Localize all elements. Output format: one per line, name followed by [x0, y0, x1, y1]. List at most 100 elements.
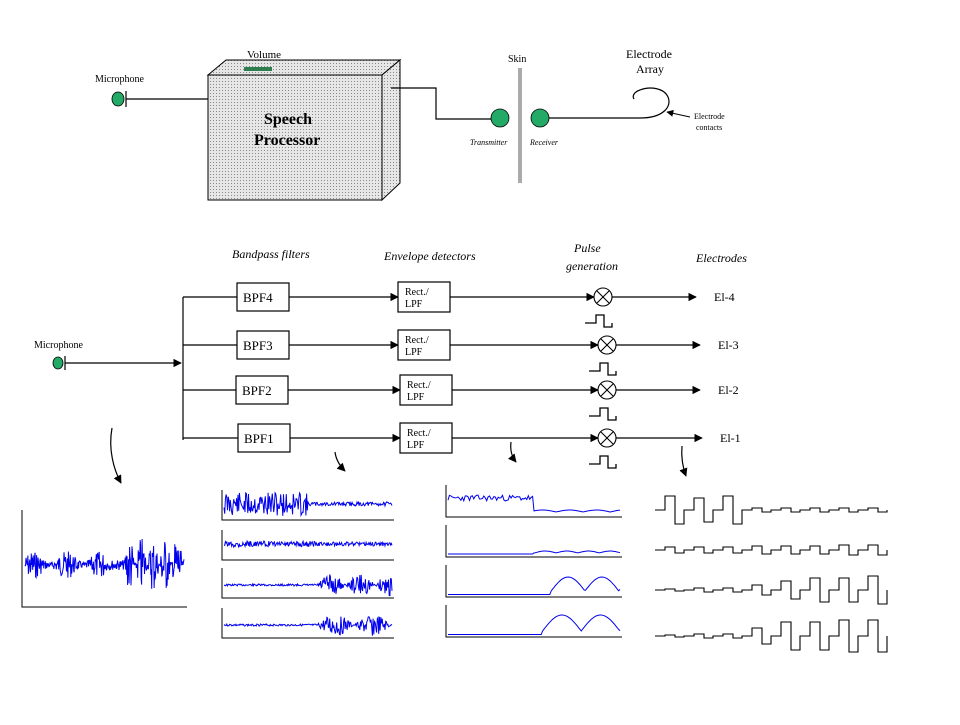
electrode-label: El-3 [718, 338, 739, 352]
rect-lpf-block [397, 281, 451, 313]
multiplier-icon [593, 287, 613, 307]
waveform-panels [21, 485, 888, 653]
top-system-diagram: Microphone Volume Speech Processor Skin … [95, 47, 725, 202]
envelope-output-panel [445, 485, 622, 518]
bandpass-output-panel [221, 568, 394, 599]
bandpass-waveform [223, 491, 393, 518]
envelope-output-panel [445, 565, 622, 598]
envelope-output-panel [445, 525, 622, 558]
input-waveform-panel [21, 510, 187, 608]
envelope-waveform [448, 576, 621, 595]
electrodes-header: Electrodes [695, 251, 747, 265]
bpf-block [236, 330, 290, 360]
rect-label: Rect./ [405, 287, 429, 298]
pulse-train-panels [655, 495, 888, 653]
bottom-microphone-icon [52, 356, 66, 370]
rect-lpf-block [399, 374, 453, 406]
bpf-label: BPF1 [244, 431, 274, 446]
volume-knob[interactable] [244, 67, 272, 71]
panel-pointer-arrows [110, 427, 688, 484]
rect-label: Rect./ [405, 335, 429, 346]
bpf-block [237, 423, 291, 453]
transmitter-icon [490, 108, 510, 128]
bandpass-output-panels [221, 490, 394, 639]
envelope-output-panels [445, 485, 622, 638]
bpf-label: BPF4 [243, 290, 273, 305]
electrode-contacts-label-1: Electrode [694, 112, 725, 121]
panel-axis [445, 565, 622, 598]
pulse-train [655, 495, 888, 525]
processor-to-transmitter-line [391, 87, 491, 120]
bandpass-waveform [223, 615, 393, 636]
volume-label: Volume [247, 49, 281, 61]
lpf-label: LPF [405, 347, 423, 358]
electrode-array-label-2: Array [636, 62, 664, 76]
panel-axis [221, 530, 394, 561]
envelope-waveform [447, 494, 621, 513]
envelope-waveform [448, 614, 621, 635]
electrode-array-lead [549, 87, 670, 119]
pulse-generation-header-2: generation [566, 259, 618, 273]
pointer-arrow-input [110, 427, 122, 484]
bpf-label: BPF2 [242, 383, 272, 398]
pulse-train [655, 619, 888, 653]
channel-row: BPF3 Rect./LPF El-3 [183, 329, 739, 376]
bandpass-waveform [223, 574, 393, 597]
bottom-microphone: Microphone [34, 297, 184, 440]
channel-row: BPF4 Rect./LPF El-4 [183, 281, 735, 328]
rect-label: Rect./ [407, 380, 431, 391]
panel-axis [445, 485, 622, 518]
pulse-glyph [589, 455, 617, 469]
panel-axis [445, 525, 622, 558]
rect-label: Rect./ [407, 428, 431, 439]
speech-processor-label-2: Processor [254, 132, 320, 149]
pulse-glyph [589, 362, 617, 376]
block-diagram-headers: Bandpass filters Envelope detectors Puls… [232, 241, 747, 273]
bandpass-output-panel [221, 530, 394, 561]
transmitter-label: Transmitter [470, 138, 508, 147]
lpf-label: LPF [407, 440, 425, 451]
bandpass-output-panel [221, 490, 394, 521]
electrode-contacts-arrow [666, 109, 691, 118]
electrode-contacts-label-2: contacts [696, 123, 722, 132]
pulse-glyph [589, 407, 617, 421]
skin-bar [518, 68, 522, 183]
pointer-arrow-pulses [679, 445, 688, 477]
bandpass-filters-header: Bandpass filters [232, 247, 310, 261]
electrode-label: El-4 [714, 290, 735, 304]
electrode-label: El-1 [720, 431, 741, 445]
pulse-train [655, 575, 888, 605]
pulse-generation-header-1: Pulse [573, 241, 601, 255]
bpf-label: BPF3 [243, 338, 273, 353]
multiplier-icon [597, 380, 617, 400]
panel-axis [21, 510, 187, 608]
envelope-output-panel [445, 605, 622, 638]
skin-label: Skin [508, 54, 526, 65]
multiplier-icon [597, 335, 617, 355]
speech-processor-label-1: Speech [264, 111, 312, 128]
top-microphone-icon [111, 91, 127, 107]
channel-row: BPF1 Rect./LPF El-1 [183, 422, 741, 469]
lpf-label: LPF [405, 299, 423, 310]
pointer-arrow-bandpass [334, 451, 346, 472]
top-microphone-label: Microphone [95, 74, 144, 85]
receiver-label: Receiver [529, 138, 559, 147]
panel-axis [445, 605, 622, 638]
panel-axis [221, 608, 394, 639]
pulse-train [655, 544, 888, 556]
speech-processor-box [206, 58, 402, 202]
pointer-arrow-envelope [507, 441, 517, 463]
envelope-waveform [448, 550, 621, 555]
multiplier-icon [597, 428, 617, 448]
bottom-microphone-label: Microphone [34, 340, 83, 351]
envelope-detectors-header: Envelope detectors [383, 249, 476, 263]
receiver-icon [530, 108, 550, 128]
rect-lpf-block [397, 329, 451, 361]
pulse-glyph [585, 314, 613, 328]
electrode-array-label-1: Electrode [626, 47, 672, 61]
panel-axis [221, 568, 394, 599]
